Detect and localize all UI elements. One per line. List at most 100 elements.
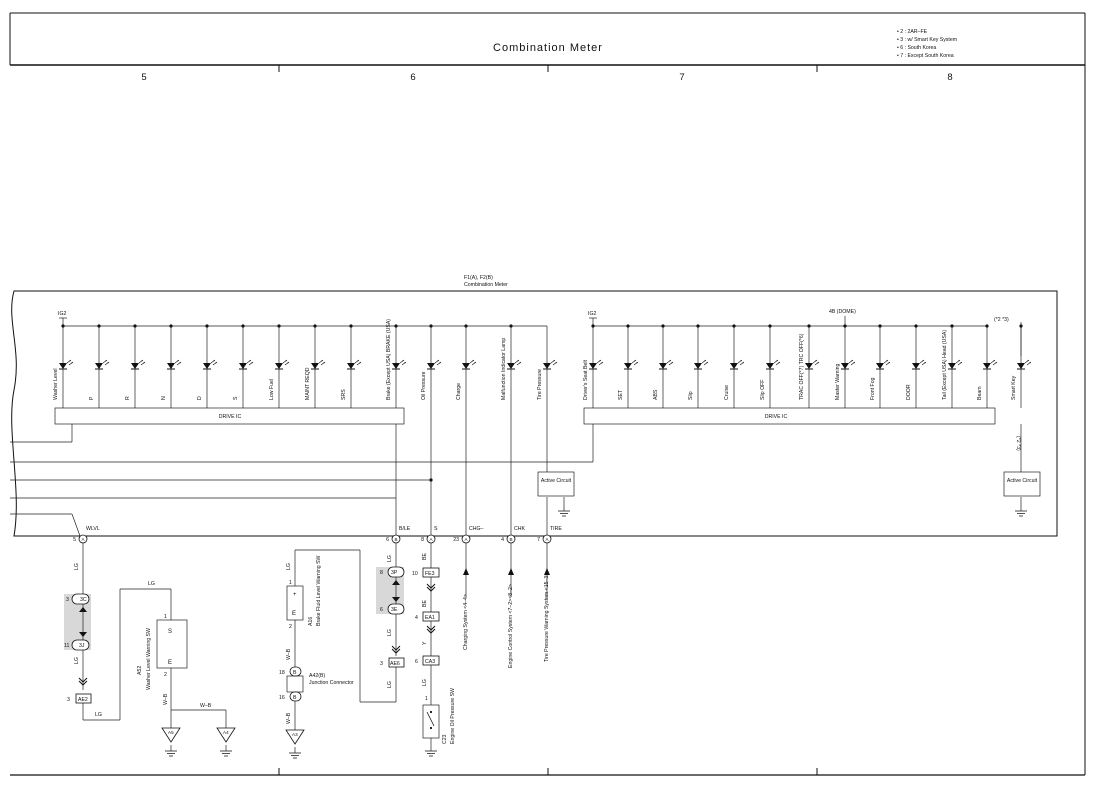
- lamp-label: D: [197, 396, 203, 400]
- terminal-name: WLVL: [86, 526, 100, 532]
- drive-ic-label: DRIVE IC: [219, 414, 242, 420]
- header-frame: [9, 12, 1086, 776]
- indicator-lamp: N: [161, 324, 182, 408]
- active-circuit-label: Active Circuit: [1007, 478, 1038, 484]
- wire-color: LG: [286, 563, 292, 570]
- pin-label: 2: [164, 672, 167, 678]
- terminal-pin: 4: [501, 537, 504, 543]
- power-label: IG2: [58, 311, 66, 317]
- terminal-name: CHG–: [469, 526, 484, 532]
- lamp-label: Low Fuel: [269, 379, 275, 400]
- terminal-name: B/LE: [399, 526, 411, 532]
- component-name: Junction Connector: [309, 680, 354, 686]
- wire-color: LG: [422, 679, 428, 686]
- indicator-lamp: Master Warning: [835, 324, 856, 408]
- column-label: 7: [679, 72, 684, 83]
- conn-label: A3: [292, 732, 298, 737]
- note-line: • 7 : Except South Korea: [897, 53, 954, 59]
- conn-label: A5: [168, 730, 174, 735]
- component-id: A16: [308, 617, 314, 626]
- system-reference: Charging System <4–4>: [463, 594, 469, 650]
- lamp-label: Cruise: [724, 385, 730, 400]
- conn-label: AE2: [78, 697, 88, 703]
- pin-label: 6: [380, 607, 383, 613]
- wire-color: LG: [148, 581, 155, 587]
- lamp-label: Washer Level: [53, 368, 59, 400]
- note-line: • 3 : w/ Smart Key System: [897, 37, 957, 43]
- wire-color: W–B: [163, 693, 169, 705]
- lamp-label: ABS: [653, 389, 659, 400]
- conn-label: CA3: [425, 659, 435, 665]
- lamp-label: Slip OFF: [760, 380, 766, 400]
- oil-pressure-circuit: [422, 543, 440, 757]
- wire-color: LG: [387, 681, 393, 688]
- pin-label: 8: [380, 570, 383, 576]
- smart-note: (*2 *3): [1015, 436, 1021, 451]
- wire-color: BE: [422, 600, 428, 607]
- reference-arrows: [463, 543, 550, 597]
- terminal-conn: A: [81, 537, 85, 542]
- indicator-lamp: Beam: [977, 324, 998, 408]
- note-line: • 2 : 2AR–FE: [897, 29, 928, 35]
- meter-id: F1(A), F2(B): [464, 275, 493, 281]
- column-label: 5: [141, 72, 146, 83]
- indicator-lamp: P: [89, 324, 110, 408]
- lamp-label: Brake (Except USA) BRAKE (USA): [386, 319, 392, 400]
- indicator-lamp: Slip OFF: [760, 324, 781, 408]
- meter-name: Combination Meter: [464, 282, 508, 288]
- lamp-label: Master Warning: [835, 363, 841, 400]
- lamp-label: Smart Key: [1011, 375, 1017, 400]
- indicator-lamp: S: [233, 324, 254, 408]
- indicator-lamp: Front Fog: [870, 324, 891, 408]
- conn-label: FE3: [425, 571, 435, 577]
- indicator-lamp: Smart Key: [1011, 324, 1032, 408]
- switch-terminal: E: [292, 611, 296, 617]
- terminal-conn: A: [464, 537, 468, 542]
- pin-label: 10: [412, 571, 418, 577]
- component-id: A42(B): [309, 673, 325, 679]
- indicator-lamp: Charge: [456, 359, 477, 400]
- notes-block: • 2 : 2AR–FE • 3 : w/ Smart Key System •…: [897, 29, 957, 59]
- pin-label: 1: [164, 614, 167, 620]
- active-circuit: [1003, 471, 1041, 497]
- lamp-label: Beam: [977, 386, 983, 400]
- lamp-label: Malfunction Indicator Lamp: [501, 338, 507, 400]
- terminal-name: TIRE: [550, 526, 562, 532]
- component-name: Washer Level Warning SW: [146, 628, 152, 690]
- pin-label: 2: [289, 624, 292, 630]
- indicator-lamp: TRAC OFF(*7) TRC OFF(*6): [799, 324, 820, 408]
- wire-color: W–B: [200, 703, 212, 709]
- terminal-pin: 6: [386, 537, 389, 543]
- drive-ic-label: DRIVE IC: [765, 414, 788, 420]
- system-reference: Engine Control System <7–2><8–2>: [508, 584, 514, 668]
- terminal: A8S: [421, 526, 438, 544]
- page-title: Combination Meter: [493, 42, 603, 54]
- indicator-lamp: SRS: [341, 324, 362, 408]
- indicator-lamp: R: [125, 324, 146, 408]
- terminal: B6 B/LE: [386, 526, 411, 544]
- conn-label: A4: [223, 730, 229, 735]
- lamp-label: TRAC OFF(*7) TRC OFF(*6): [799, 333, 805, 400]
- pin-label: 3: [66, 597, 69, 603]
- pin-label: 3: [380, 661, 383, 667]
- conn-label: B: [293, 695, 297, 701]
- pin-label: 11: [64, 643, 69, 649]
- component-id: C23: [442, 734, 448, 744]
- wire-color: LG: [74, 657, 80, 664]
- meter-outline: [11, 290, 1058, 537]
- indicator-lamp: ABS: [653, 324, 674, 408]
- drive-ic-right: [583, 407, 996, 425]
- power-label: (*2 *3): [994, 317, 1009, 323]
- terminal-pin: 8: [421, 537, 424, 543]
- lamp-label: P: [89, 396, 95, 400]
- lamp-label: Charge: [456, 383, 462, 400]
- pin-label: 4: [415, 615, 418, 621]
- conn-label: 3E: [391, 607, 398, 613]
- terminal-conn: B: [394, 537, 397, 542]
- indicator-lamp: Low Fuel: [269, 324, 290, 408]
- wire-color: W–B: [286, 648, 292, 660]
